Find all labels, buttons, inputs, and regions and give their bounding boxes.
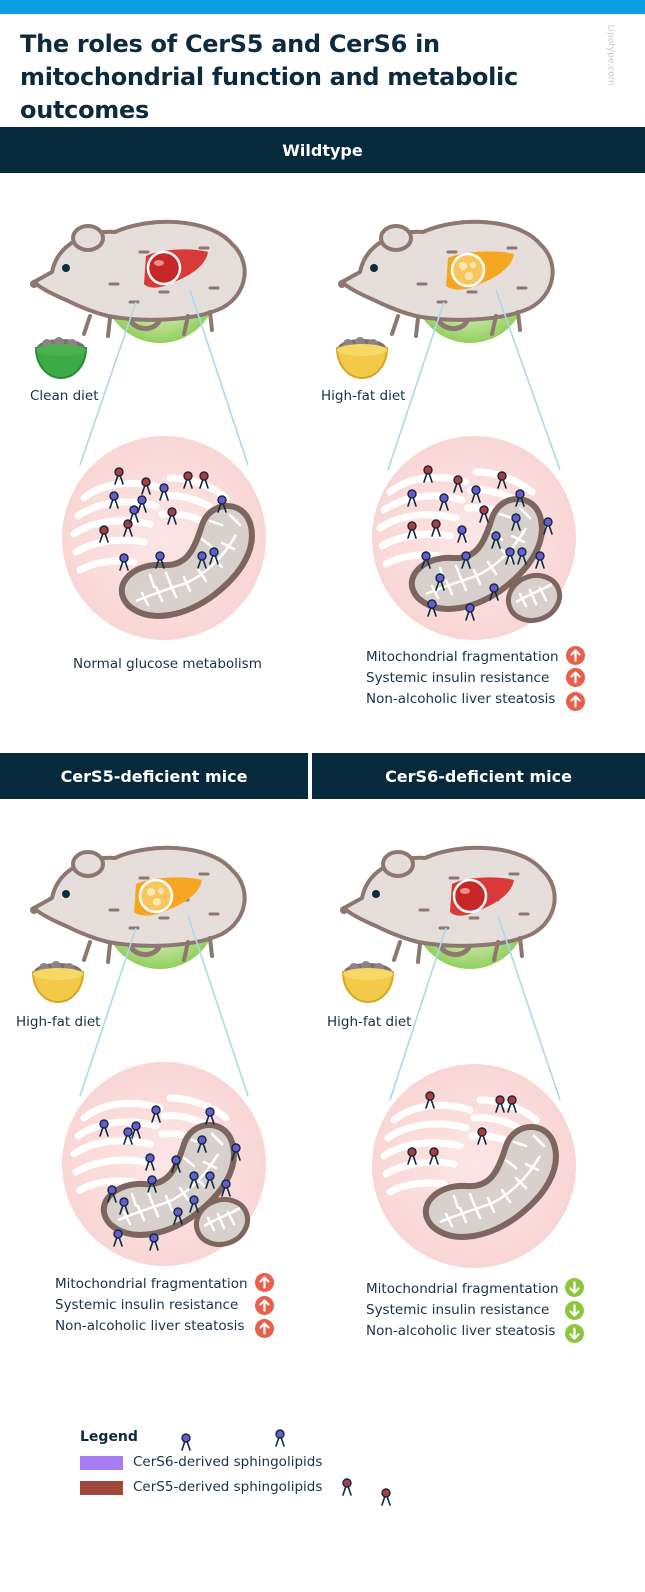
outcome-text: Systemic insulin resistance — [366, 670, 550, 686]
legend-label-cers6: CerS6-derived sphingolipids — [133, 1454, 323, 1470]
food-bowl-yellow — [341, 961, 395, 1004]
panel-cers6-deficient — [340, 848, 576, 1268]
diet-label: High-fat diet — [321, 388, 406, 404]
zoom-line — [79, 301, 137, 466]
section-header-wildtype: Wildtype — [0, 127, 645, 173]
zoom-line — [387, 301, 445, 471]
outcome-row: Non-alcoholic liver steatosis — [366, 689, 596, 710]
outcome-list-wildtype-high-fat: Mitochondrial fragmentation Systemic ins… — [366, 647, 596, 710]
legend-title: Legend — [80, 1429, 138, 1445]
food-bowl-yellow — [31, 961, 85, 1004]
section-title-cers6: CerS6-deficient mice — [385, 766, 572, 786]
section-header-cers6: CerS6-deficient mice — [312, 753, 645, 799]
outcome-list-cers5: Mitochondrial fragmentation Systemic ins… — [55, 1274, 285, 1337]
increase-arrow-icon — [255, 1273, 274, 1292]
outcome-text: Systemic insulin resistance — [366, 1302, 550, 1318]
outcome-row: Mitochondrial fragmentation — [366, 647, 596, 668]
increase-arrow-icon — [255, 1319, 274, 1338]
increase-arrow-icon — [566, 668, 585, 687]
diet-label: High-fat diet — [16, 1014, 101, 1030]
outcome-row: Systemic insulin resistance — [55, 1295, 285, 1316]
mouse-illustration — [30, 222, 245, 336]
outcome-row: Non-alcoholic liver steatosis — [366, 1321, 596, 1342]
top-accent-bar — [0, 0, 645, 14]
outcome-list-cers6: Mitochondrial fragmentation Systemic ins… — [366, 1279, 596, 1342]
section-title-wildtype: Wildtype — [282, 140, 363, 160]
outcome-text: Non-alcoholic liver steatosis — [366, 691, 556, 707]
legend-swatch-cers6 — [80, 1456, 123, 1470]
outcome-row: Mitochondrial fragmentation — [55, 1274, 285, 1295]
legend-swatch-cers5 — [80, 1481, 123, 1495]
food-bowl-yellow — [335, 337, 389, 380]
diet-label: High-fat diet — [327, 1014, 412, 1030]
panel-wildtype-clean-diet — [30, 222, 266, 640]
outcome-text: Non-alcoholic liver steatosis — [366, 1323, 556, 1339]
zoom-line — [79, 927, 137, 1097]
increase-arrow-icon — [566, 692, 585, 711]
zoom-line — [389, 927, 447, 1101]
outcome-row: Non-alcoholic liver steatosis — [55, 1316, 285, 1337]
increase-arrow-icon — [255, 1296, 274, 1315]
legend-cers5-glyphs — [342, 1478, 391, 1506]
mouse-illustration — [338, 222, 553, 336]
outcome-text: Mitochondrial fragmentation — [55, 1276, 248, 1292]
outcome-text: Systemic insulin resistance — [55, 1297, 239, 1313]
zoom-line — [497, 915, 561, 1101]
outcome-row: Mitochondrial fragmentation — [366, 1279, 596, 1300]
zoom-line — [189, 289, 249, 466]
mouse-illustration — [340, 848, 555, 962]
decrease-arrow-icon — [565, 1278, 584, 1297]
zoom-line — [495, 289, 561, 471]
food-bowl-green — [34, 337, 88, 380]
outcome-row: Systemic insulin resistance — [366, 1300, 596, 1321]
outcome-text: Mitochondrial fragmentation — [366, 1281, 559, 1297]
legend-label-cers5: CerS5-derived sphingolipids — [133, 1479, 323, 1495]
increase-arrow-icon — [566, 646, 585, 665]
outcome-text: Non-alcoholic liver steatosis — [55, 1318, 245, 1334]
zoom-line — [187, 915, 249, 1097]
panel-cers5-deficient — [30, 848, 266, 1266]
diet-label: Clean diet — [30, 388, 99, 404]
outcome-row: Systemic insulin resistance — [366, 668, 596, 689]
outcome-text: Normal glucose metabolism — [73, 656, 262, 672]
outcome-text: Mitochondrial fragmentation — [366, 649, 559, 665]
section-header-cers5: CerS5-deficient mice — [0, 753, 308, 799]
decrease-arrow-icon — [565, 1324, 584, 1343]
page-title: The roles of CerS5 and CerS6 in mitochon… — [20, 30, 518, 124]
section-title-cers5: CerS5-deficient mice — [60, 766, 248, 786]
legend-cers6-glyphs — [181, 1429, 285, 1451]
decrease-arrow-icon — [565, 1301, 584, 1320]
panel-wildtype-high-fat-diet — [337, 222, 576, 640]
